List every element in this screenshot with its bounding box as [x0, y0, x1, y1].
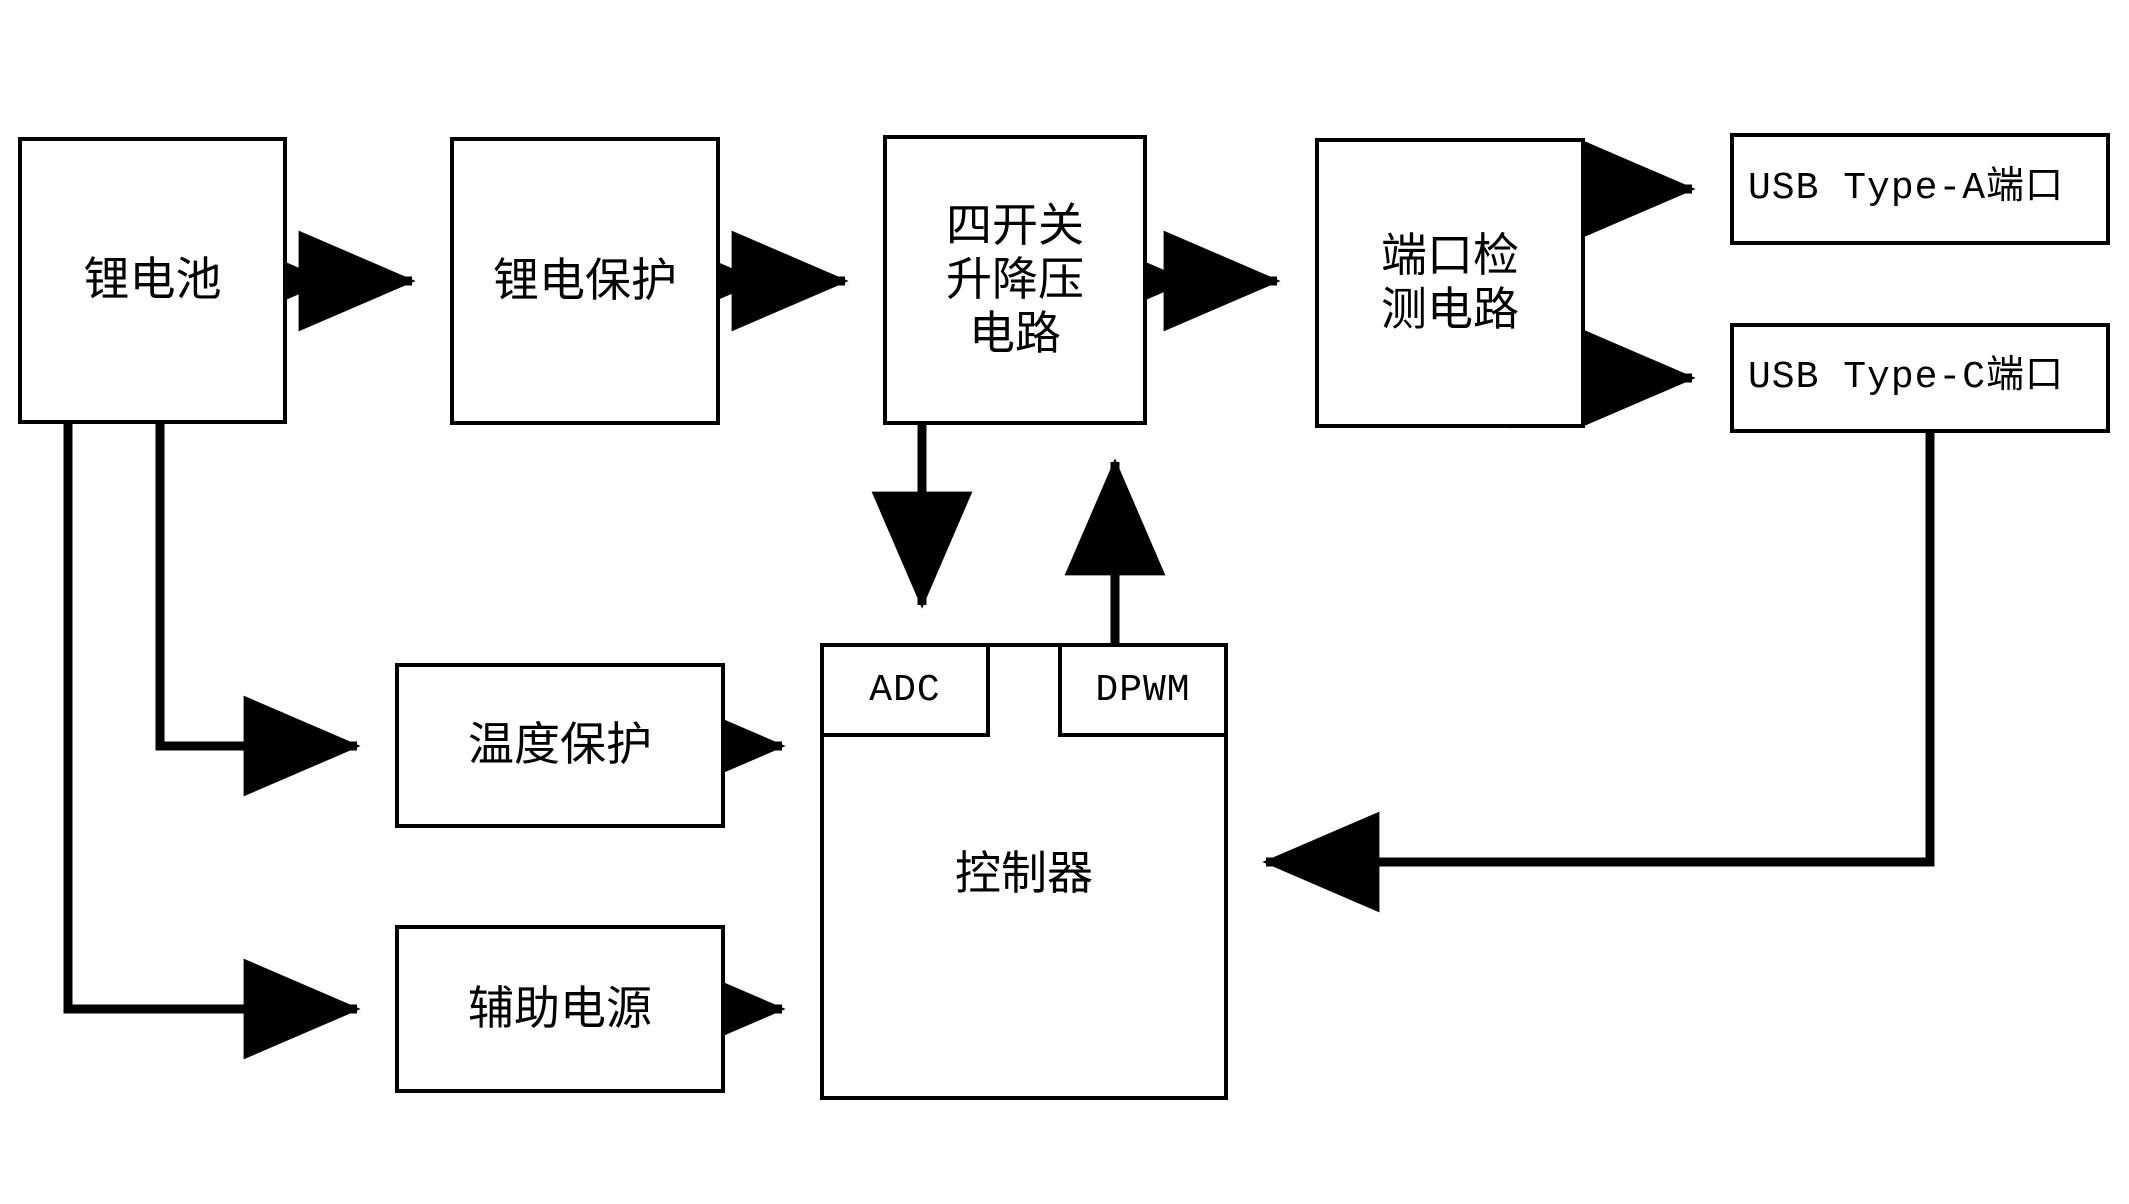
block-port-detection-circuit[interactable]: 端口检 测电路 — [1315, 138, 1585, 428]
block-controller-label: 控制器 — [955, 848, 1093, 899]
block-four-switch-buck-boost-label: 四开关 升降压 电路 — [946, 199, 1084, 360]
block-four-switch-buck-boost[interactable]: 四开关 升降压 电路 — [883, 135, 1147, 425]
block-lithium-protection-label: 锂电保护 — [493, 254, 677, 306]
block-lithium-protection[interactable]: 锂电保护 — [450, 137, 720, 425]
block-usb-type-a-port[interactable]: USB Type-A端口 — [1730, 133, 2110, 245]
block-auxiliary-power-supply[interactable]: 辅助电源 — [395, 925, 725, 1093]
block-adc-label: ADC — [869, 668, 941, 712]
block-battery-label: 锂电池 — [83, 254, 222, 306]
block-temperature-protection-label: 温度保护 — [468, 719, 652, 771]
wire-usbc-controller — [1262, 433, 1935, 913]
block-adc[interactable]: ADC — [820, 643, 990, 737]
block-usb-type-a-port-label: USB Type-A端口 — [1748, 166, 2065, 210]
block-dpwm-label: DPWM — [1095, 668, 1191, 712]
block-dpwm[interactable]: DPWM — [1058, 643, 1228, 737]
wire-battery-tempprotect — [155, 424, 361, 797]
block-battery[interactable]: 锂电池 — [18, 137, 287, 424]
wire-battery-auxpower — [63, 424, 361, 1060]
block-usb-type-c-port[interactable]: USB Type-C端口 — [1730, 323, 2110, 433]
block-auxiliary-power-supply-label: 辅助电源 — [468, 982, 652, 1034]
block-temperature-protection[interactable]: 温度保护 — [395, 663, 725, 828]
block-usb-type-c-port-label: USB Type-C端口 — [1748, 355, 2065, 399]
block-port-detection-circuit-label: 端口检 测电路 — [1381, 229, 1519, 335]
